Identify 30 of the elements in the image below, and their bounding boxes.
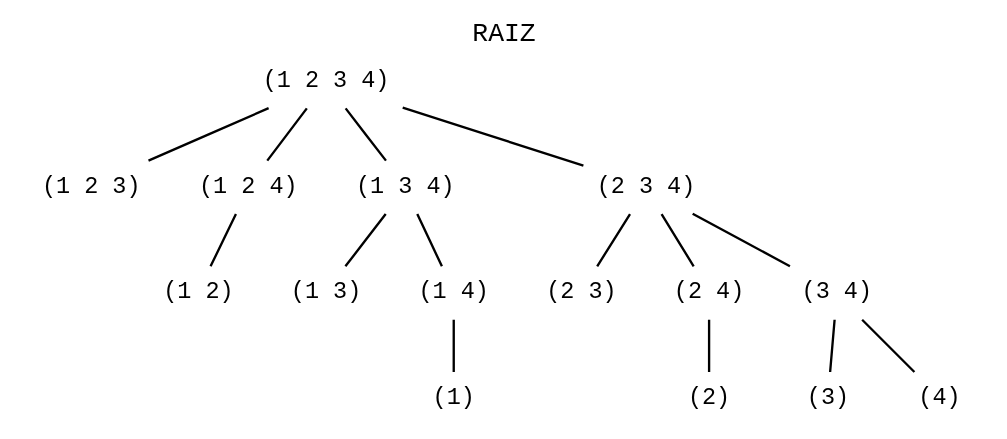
connector [660,213,695,267]
node-text: (2) [687,384,730,412]
node-text: (2 4) [673,278,744,306]
node-text: (1 2 4) [198,172,298,200]
connector [415,213,443,267]
node-text: (1 2 3) [41,172,141,200]
node-text: (1 2 3 4) [262,67,389,95]
connector [209,213,237,267]
node-text: (1 2) [162,278,234,306]
connector [828,319,836,373]
node-text: (1 3) [290,278,361,306]
connector [265,107,308,162]
node-text: (2 3 4) [596,172,695,200]
connector [707,319,710,372]
connector [595,213,631,267]
diagram-title: RAIZ [471,19,536,50]
node-text: (3) [806,384,849,412]
node-text: (3 4) [801,278,872,306]
node-text: (1) [432,384,475,412]
connector [344,213,387,268]
connector [691,212,790,268]
connector [147,107,269,162]
node-text: (2 3) [545,278,617,306]
node-text: (4) [917,384,961,412]
connector [401,106,584,167]
node-text: (1 3 4) [355,172,455,200]
node-text: (1 4) [418,278,489,306]
connector [452,319,455,372]
connector [860,318,915,373]
connector [344,107,387,162]
